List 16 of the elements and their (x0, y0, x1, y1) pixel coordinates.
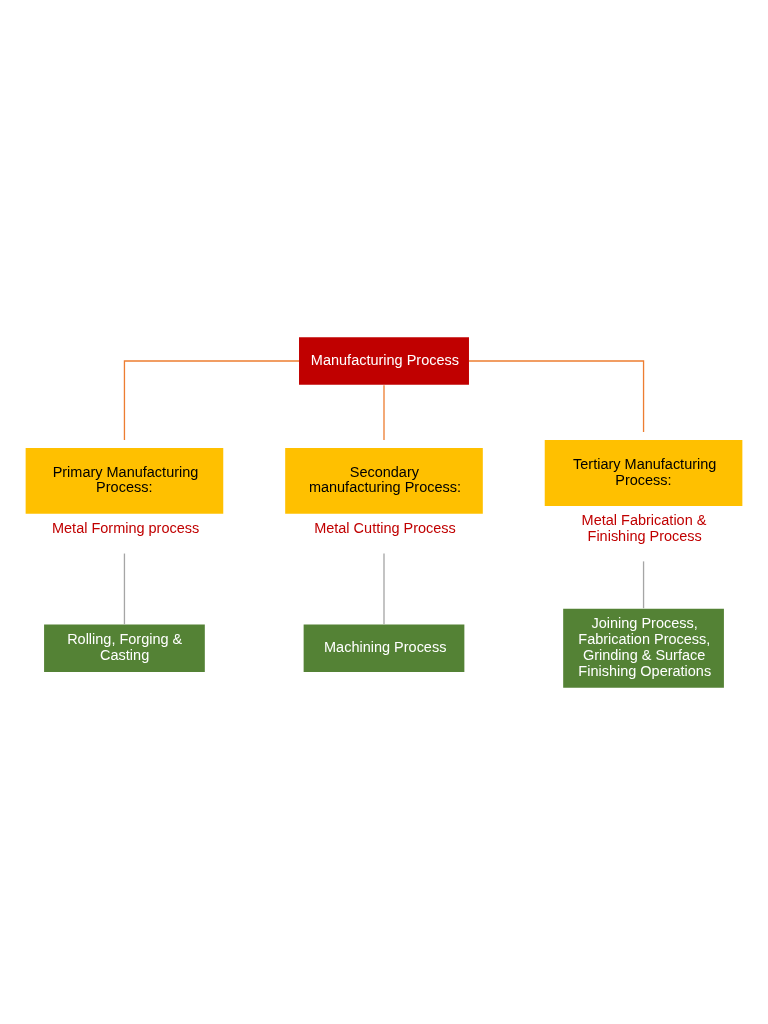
node-box: Manufacturing Process (299, 336, 469, 385)
connector (468, 359, 645, 433)
node-box: Joining Process, Fabrication Process, Grinding & Surface Finishing Operations (563, 608, 724, 688)
node-box: Secondary manufacturing Process: (285, 447, 483, 514)
node-label: Metal Cutting Process (314, 519, 456, 536)
connector (383, 384, 385, 441)
connector (123, 359, 300, 441)
node-box: Rolling, Forging & Casting (44, 624, 205, 672)
connector (642, 560, 645, 609)
node-label: Metal Forming process (51, 519, 200, 536)
node-label: Metal Fabrication & Finishing Process (581, 511, 707, 544)
node-box: Primary Manufacturing Process: (25, 447, 224, 514)
connector (123, 552, 126, 625)
node-box: Machining Process (303, 624, 465, 672)
connector (383, 552, 385, 625)
node-box: Tertiary Manufacturing Process: (544, 439, 743, 506)
